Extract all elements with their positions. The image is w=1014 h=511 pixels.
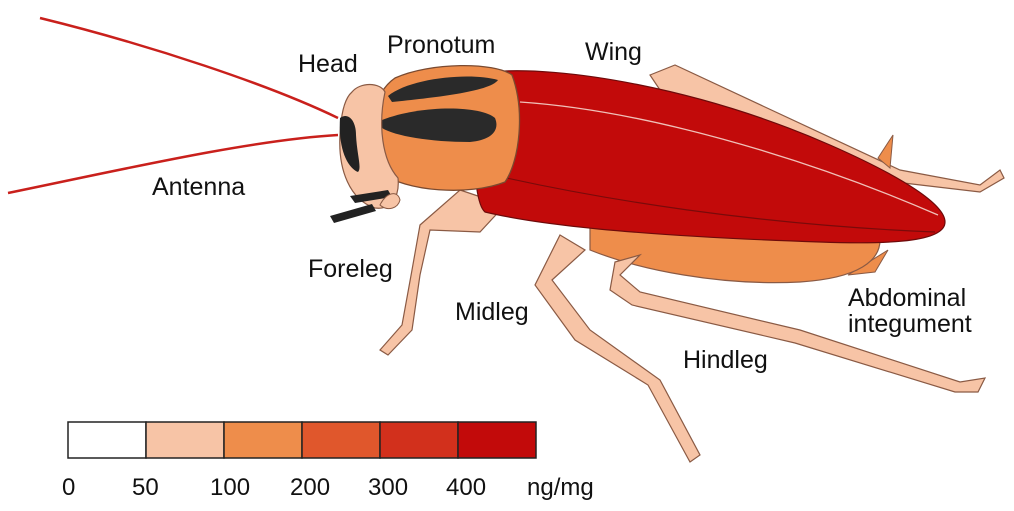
legend-tick-3: 200 — [290, 476, 330, 500]
legend-tick-4: 300 — [368, 476, 408, 500]
legend-swatch-0 — [68, 422, 146, 458]
legend-swatch-1 — [146, 422, 224, 458]
legend-tick-2: 100 — [210, 476, 250, 500]
legend-swatch-5 — [458, 422, 536, 458]
legend-swatch-3 — [302, 422, 380, 458]
legend-swatch-4 — [380, 422, 458, 458]
legend-tick-0: 0 — [62, 476, 75, 500]
legend-swatch-2 — [224, 422, 302, 458]
legend-tick-1: 50 — [132, 476, 159, 500]
legend-unit: ng/mg — [527, 476, 594, 500]
legend-tick-5: 400 — [446, 476, 486, 500]
